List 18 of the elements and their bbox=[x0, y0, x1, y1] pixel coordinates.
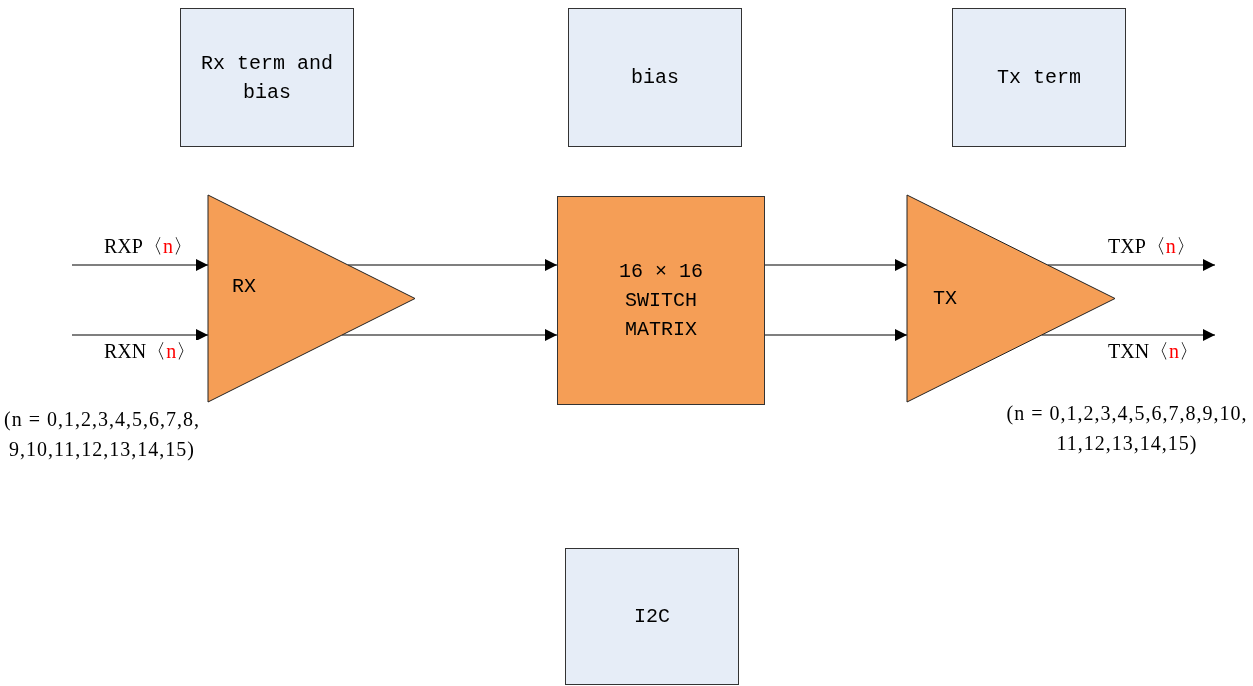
index-note: (n = 0,1,2,3,4,5,6,7,8,9,10,11,12,13,14,15) bbox=[1005, 401, 1249, 457]
arrow bbox=[71, 259, 209, 271]
arrow bbox=[347, 259, 558, 271]
arrow bbox=[1041, 329, 1216, 341]
block-box: bias bbox=[568, 8, 742, 147]
switch-matrix-box: 16 × 16 SWITCH MATRIX bbox=[557, 196, 765, 405]
arrow bbox=[764, 259, 908, 271]
arrow bbox=[764, 329, 908, 341]
index-note: (n = 0,1,2,3,4,5,6,7,8,9,10,11,12,13,14,15) bbox=[3, 407, 201, 463]
block-box: Rx term and bias bbox=[180, 8, 354, 147]
block-label: TX bbox=[933, 287, 957, 310]
block-box: I2C bbox=[565, 548, 739, 685]
block-box: Tx term bbox=[952, 8, 1126, 147]
arrow bbox=[341, 329, 558, 341]
arrow bbox=[1047, 259, 1216, 271]
arrow bbox=[71, 329, 209, 341]
signal-label: RXN〈n〉 bbox=[102, 340, 199, 362]
block-label: RX bbox=[232, 275, 256, 298]
